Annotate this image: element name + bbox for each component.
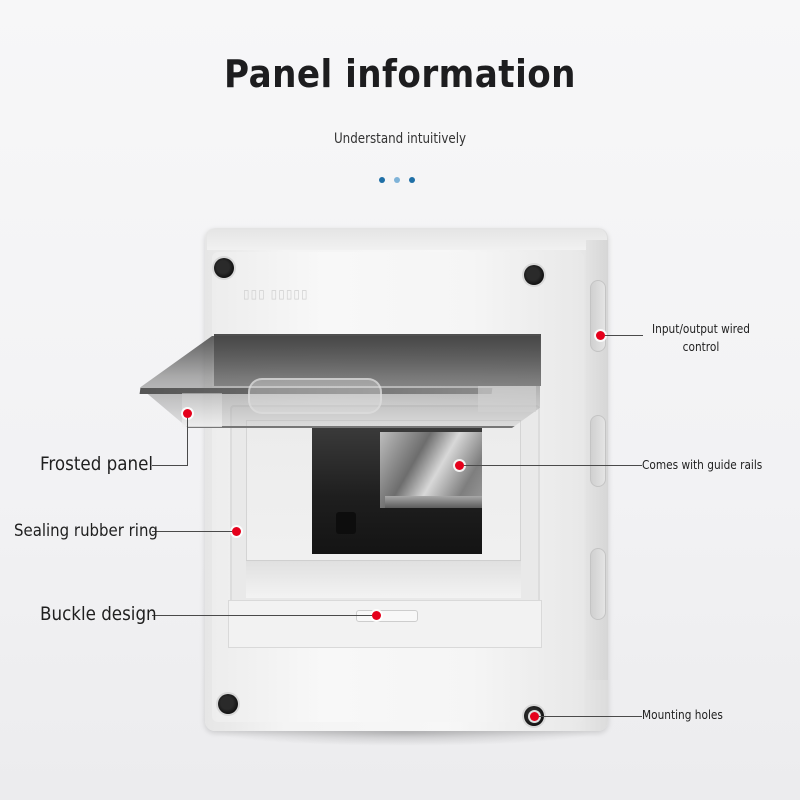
mounting-hole-bottom-left xyxy=(218,694,238,714)
label-mounting-holes: Mounting holes xyxy=(642,708,723,722)
knockout-1 xyxy=(590,280,606,352)
lid-right-hinge xyxy=(478,386,536,412)
page-subtitle: Understand intuitively xyxy=(333,131,467,147)
marker-mounting-holes xyxy=(530,712,539,721)
mounting-hole-top-left xyxy=(214,258,234,278)
mounting-hole-top-right xyxy=(524,265,544,285)
dot-1 xyxy=(379,177,385,183)
leader-frosted-panel-horizontal xyxy=(152,465,188,466)
leader-sealing-ring xyxy=(152,531,232,532)
knockout-3 xyxy=(590,548,606,620)
page-title: Panel information xyxy=(223,52,576,96)
marker-guide-rails xyxy=(455,461,464,470)
marker-sealing-ring xyxy=(232,527,241,536)
label-input-output-line1: Input/output wired xyxy=(652,322,750,336)
marker-input-output xyxy=(596,331,605,340)
din-rail-bar xyxy=(385,496,482,508)
marker-frosted-panel xyxy=(183,409,192,418)
lower-band xyxy=(228,600,542,648)
leader-mounting-holes xyxy=(539,716,642,717)
mount-slot xyxy=(336,512,356,534)
lid-handle xyxy=(248,378,382,414)
leader-frosted-panel-vertical xyxy=(187,418,188,465)
leader-buckle xyxy=(152,615,372,616)
leader-input-output xyxy=(605,335,643,336)
dot-2 xyxy=(394,177,400,183)
label-frosted-panel: Frosted panel xyxy=(40,453,154,475)
din-rail xyxy=(380,432,482,508)
label-input-output-line2: control xyxy=(682,340,720,354)
dot-3 xyxy=(409,177,415,183)
leader-guide-rails xyxy=(464,465,642,466)
label-guide-rails: Comes with guide rails xyxy=(642,458,763,472)
enclosure-top-rim xyxy=(207,228,607,250)
label-input-output: Input/output wired control xyxy=(644,320,758,356)
decorative-dots xyxy=(379,177,415,183)
buckle-latch xyxy=(356,610,418,622)
inner-ledge xyxy=(246,560,521,598)
brand-emboss: ▯▯▯ ▯▯▯▯▯ xyxy=(243,287,309,301)
knockout-2 xyxy=(590,415,606,487)
marker-buckle xyxy=(372,611,381,620)
label-sealing-ring: Sealing rubber ring xyxy=(14,521,158,541)
label-buckle-design: Buckle design xyxy=(40,603,157,625)
